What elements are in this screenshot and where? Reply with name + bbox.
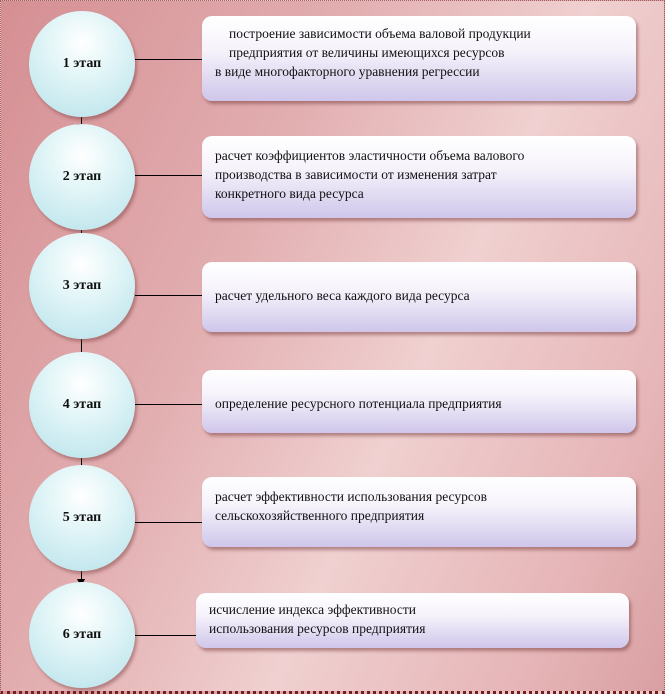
stage-6-circle: 6 этап bbox=[29, 582, 135, 688]
description-line: использования ресурсов предприятия bbox=[209, 621, 426, 636]
stage-5-link bbox=[135, 522, 202, 523]
stage-label: 3 этап bbox=[62, 278, 102, 293]
description-line: построение зависимости объема валовой пр… bbox=[229, 26, 531, 41]
stage-3-link bbox=[135, 295, 202, 296]
description-line: определение ресурсного потенциала предпр… bbox=[215, 396, 502, 411]
stage-1-description: построение зависимости объема валовой пр… bbox=[202, 16, 636, 101]
stage-6-description: исчисление индекса эффективности использ… bbox=[196, 593, 629, 648]
stage-4-circle: 4 этап bbox=[29, 352, 135, 458]
stage-4-description: определение ресурсного потенциала предпр… bbox=[202, 370, 636, 433]
connector-1-2 bbox=[81, 116, 82, 130]
stage-2-circle: 2 этап bbox=[29, 124, 135, 230]
stage-5-description: расчет эффективности использования ресур… bbox=[202, 477, 636, 547]
stage-label: 5 этап bbox=[62, 510, 102, 525]
stage-label: 6 этап bbox=[62, 627, 102, 642]
stage-3-circle: 3 этап bbox=[29, 233, 135, 339]
connector-4-5 bbox=[81, 457, 82, 470]
stage-3-description: расчет удельного веса каждого вида ресур… bbox=[202, 262, 636, 332]
description-line: расчет эффективности использования ресур… bbox=[215, 489, 487, 504]
stage-1-circle: 1 этап bbox=[29, 11, 135, 117]
description-line: производства в зависимости от изменения … bbox=[215, 167, 497, 182]
stage-1-link bbox=[135, 59, 202, 60]
description-line: предприятия от величины имеющихся ресурс… bbox=[229, 45, 505, 60]
stage-4-link bbox=[135, 404, 202, 405]
description-line: расчет удельного веса каждого вида ресур… bbox=[215, 288, 470, 303]
stage-2-link bbox=[135, 175, 202, 176]
connector-3-4 bbox=[81, 338, 82, 358]
description-line: в виде многофакторного уравнения регресс… bbox=[215, 64, 480, 79]
stage-2-description: расчет коэффициентов эластичности объема… bbox=[202, 136, 636, 218]
stage-5-circle: 5 этап bbox=[29, 465, 135, 571]
stage-label: 4 этап bbox=[62, 397, 102, 412]
connector-5-6 bbox=[81, 566, 82, 584]
description-line: сельскохозяйственного предприятия bbox=[215, 508, 425, 523]
stage-6-link bbox=[135, 635, 196, 636]
description-line: конкретного вида ресурса bbox=[215, 186, 364, 201]
description-line: расчет коэффициентов эластичности объема… bbox=[215, 148, 525, 163]
description-line: исчисление индекса эффективности bbox=[209, 602, 416, 617]
stage-label: 2 этап bbox=[62, 169, 102, 184]
stage-label: 1 этап bbox=[62, 56, 102, 71]
